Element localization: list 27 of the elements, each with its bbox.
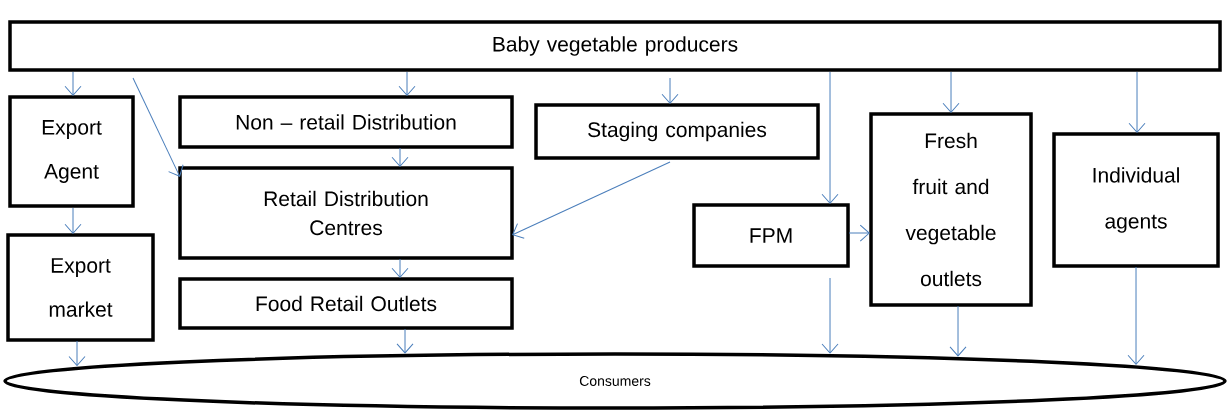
process-box: Retail Distribution Centres (178, 166, 514, 260)
arrow (391, 258, 409, 278)
process-box: Individual agents (1052, 132, 1220, 268)
process-box: Export Agent (8, 95, 135, 208)
arrow (391, 147, 409, 167)
arrow (1128, 71, 1146, 133)
arrow (848, 224, 870, 242)
arrow (396, 328, 414, 354)
arrow (512, 161, 671, 239)
process-box: Fresh fruit and vegetable outlets (869, 112, 1033, 307)
arrow (132, 77, 184, 177)
process-box: Food Retail Outlets (178, 277, 514, 330)
arrow (942, 71, 960, 113)
process-box: FPM (692, 203, 850, 268)
arrow (949, 305, 967, 357)
arrow (821, 71, 839, 204)
process-box: Export market (6, 233, 155, 342)
process-box: Non – retail Distribution (178, 95, 514, 149)
process-box: Staging companies (534, 103, 820, 160)
process-box: Baby vegetable producers (8, 20, 1222, 72)
arrow (661, 77, 679, 104)
arrow (64, 207, 82, 234)
arrow (1127, 266, 1145, 365)
arrow (821, 277, 839, 354)
arrow (398, 71, 416, 96)
arrow (64, 71, 82, 96)
arrow (68, 340, 86, 367)
